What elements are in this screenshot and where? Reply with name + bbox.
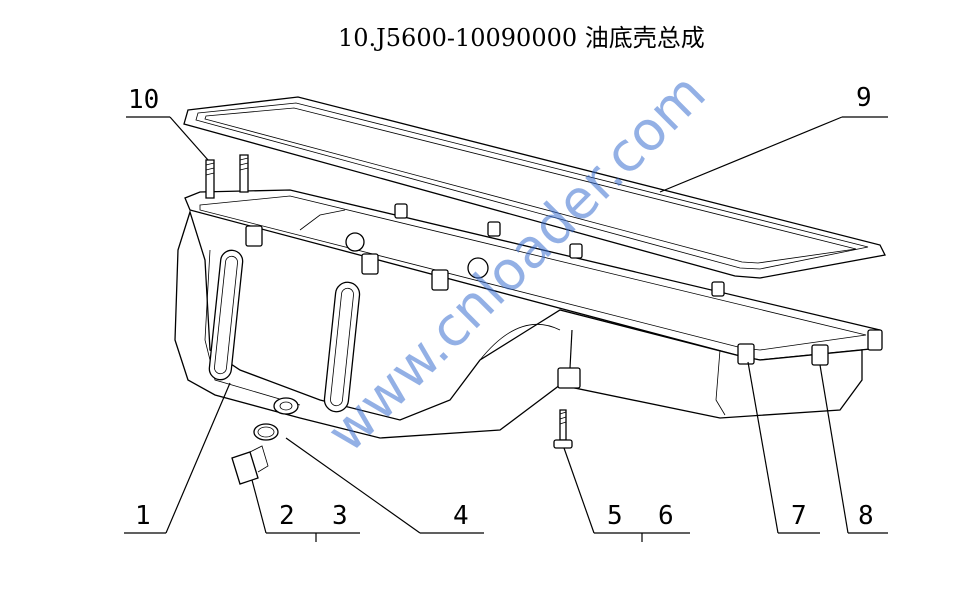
- leader-lines: [124, 116, 888, 542]
- callout-3: 3: [332, 501, 348, 531]
- callout-7: 7: [791, 501, 807, 531]
- callout-6: 6: [658, 501, 674, 531]
- callout-8: 8: [858, 501, 874, 531]
- callout-10: 10: [128, 85, 159, 115]
- studs: [205, 154, 249, 199]
- oil-pan-gasket: [183, 96, 886, 279]
- oil-pan-body: [174, 189, 881, 439]
- diagram-title: 10.J5600-10090000 油底壳总成: [338, 24, 705, 52]
- callout-2: 2: [279, 501, 295, 531]
- callout-1: 1: [135, 501, 151, 531]
- flange-lugs: [245, 203, 883, 389]
- callout-5: 5: [607, 501, 623, 531]
- bolt: [553, 409, 573, 449]
- drain-plug-assembly: [231, 397, 299, 485]
- callout-9: 9: [856, 83, 872, 113]
- callouts: 1 2 3 4 5 6 7 8 9 10: [128, 83, 874, 531]
- callout-4: 4: [453, 501, 469, 531]
